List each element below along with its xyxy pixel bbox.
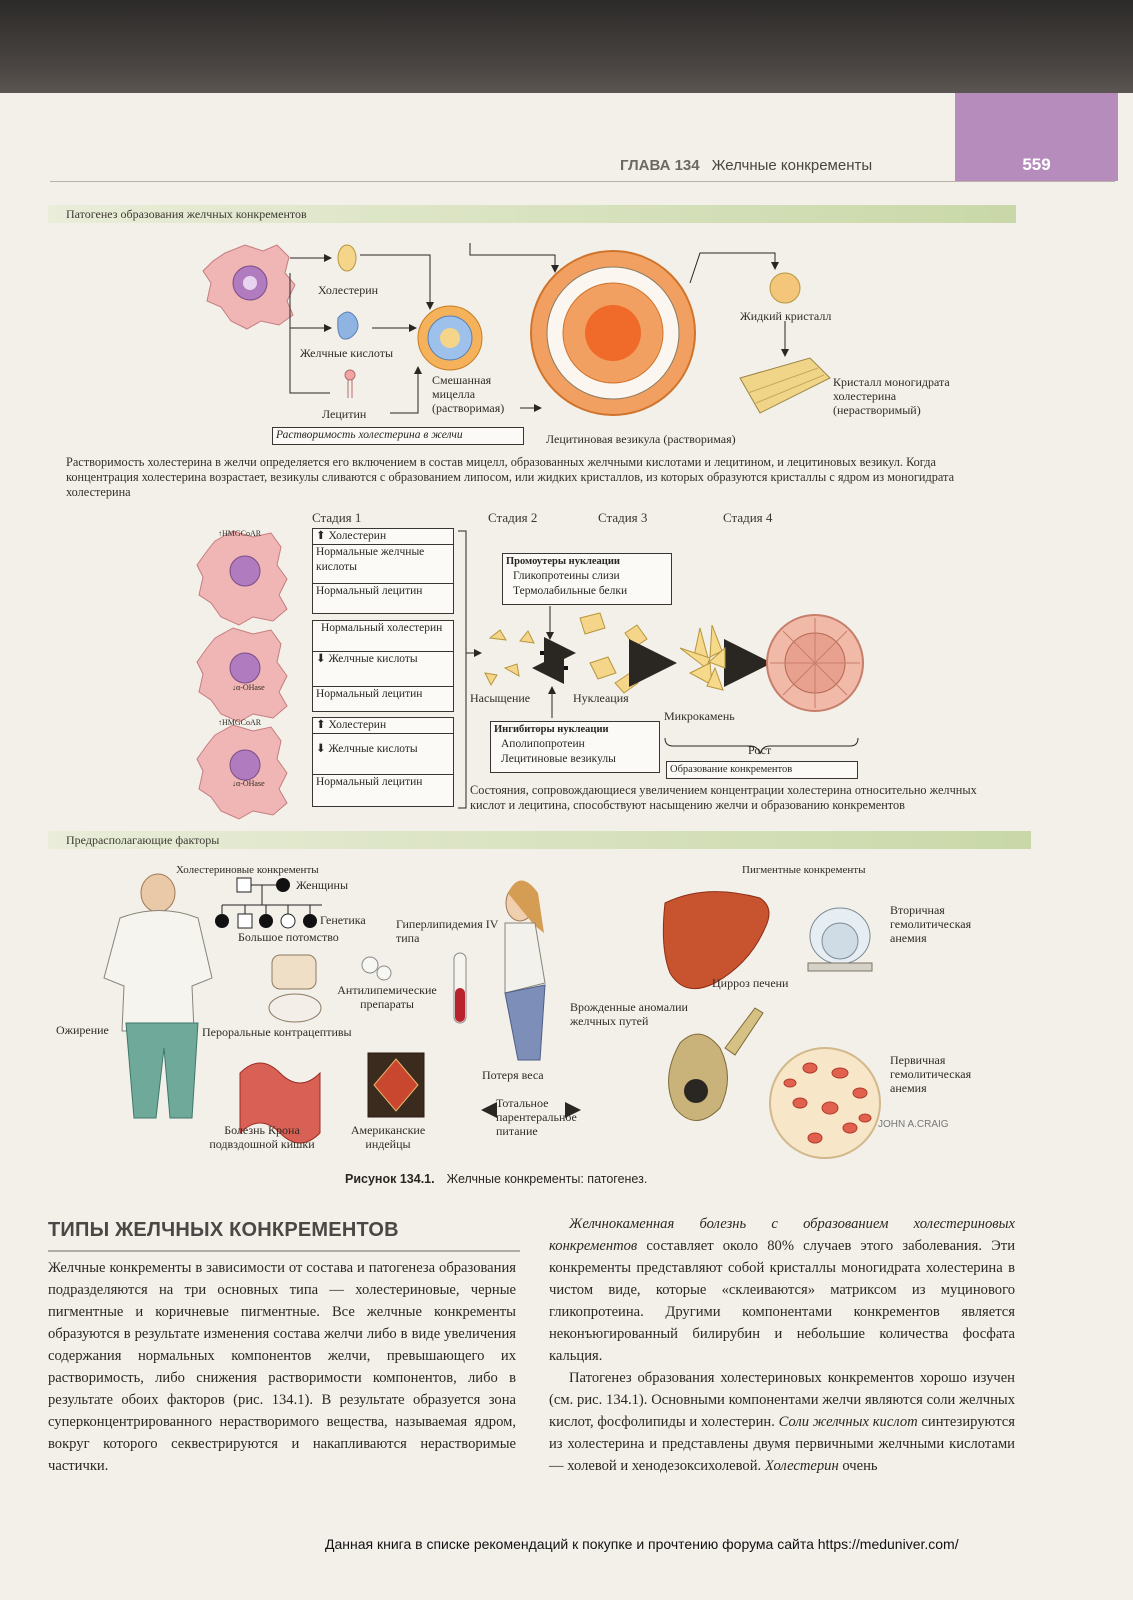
label-oral-contraceptives: Пероральные контрацептивы	[202, 1025, 352, 1039]
label-liquid-crystal: Жидкий кристалл	[740, 309, 832, 323]
row2-bile-acids: ⬇ Желчные кислоты	[313, 652, 453, 687]
label-growth: Рост	[748, 743, 772, 757]
solubility-description: Растворимость холестерина в желчи опреде…	[66, 455, 955, 499]
stage1-row2-box: Нормальный холестерин ⬇ Желчные кислоты …	[312, 620, 454, 712]
row2-lecithin: Нормальный лецитин	[316, 688, 423, 700]
book-page: 559 ГЛАВА 134 Желчные конкременты Патоген…	[0, 93, 1133, 1600]
conditions-description: Состояния, сопровождающиеся увеличением …	[470, 783, 977, 812]
inhibitor-1: Аполипопротеин	[501, 738, 585, 750]
inhibitor-2: Лецитиновые везикулы	[501, 753, 616, 765]
label-antilipemic: Антилипемические препараты	[337, 983, 437, 1011]
label-saturation: Насыщение	[470, 691, 531, 705]
label-bile-acids: Желчные кислоты	[300, 346, 394, 360]
stage-4-label: Стадия 4	[723, 510, 773, 525]
label-congenital: Врожденные аномалии желчных путей	[570, 1000, 688, 1028]
caption-number: Рисунок 134.1.	[345, 1172, 435, 1186]
stone-formation-box: Образование конкрементов	[666, 761, 858, 779]
top-shadow	[0, 0, 1133, 95]
row1-bile-acids: Нормальные желчные кислоты	[313, 545, 453, 584]
label-crohn: Болезнь Крона подвздошной кишки	[209, 1123, 315, 1151]
row1-lecithin: Нормальный лецитин	[316, 585, 423, 597]
illustrator-signature: JOHN A.CRAIG	[878, 1119, 949, 1130]
col2-text-1: составляет около 80% случаев этого забол…	[549, 1238, 1015, 1364]
chapter-title: Желчные конкременты	[711, 157, 873, 174]
promoter-1: Гликопротеины слизи	[513, 570, 620, 582]
col2-text-2c: очень	[838, 1458, 878, 1474]
footer-note: Данная книга в списке рекомендаций к пок…	[325, 1536, 959, 1552]
label-genetics: Генетика	[320, 913, 366, 927]
row2-cholesterol: Нормальный холестерин	[313, 621, 453, 652]
label-american-indians: Американские индейцы	[350, 1123, 426, 1151]
promoters-title: Промоутеры нуклеации	[506, 556, 620, 567]
label-lecithin-vesicle: Лецитиновая везикула (растворимая)	[546, 432, 736, 446]
chapter-number: ГЛАВА 134	[620, 157, 700, 174]
article-column-1: Желчные конкременты в зависимости от сос…	[48, 1260, 516, 1474]
chapter-tab: 559	[955, 93, 1118, 181]
stage1-row3-box: ⬆ Холестерин ⬇ Желчные кислоты Нормальны…	[312, 717, 454, 807]
col2-paragraph-1: Желчнокаменная болезнь с образованием хо…	[549, 1213, 1015, 1367]
label-lecithin: Лецитин	[322, 407, 367, 421]
stone-formation-label: Образование конкрементов	[670, 764, 793, 775]
row3-bile-acids: ⬇ Желчные кислоты	[313, 734, 453, 775]
stage-2-label: Стадия 2	[488, 510, 538, 525]
solubility-box: Растворимость холестерина в желчи	[272, 427, 524, 445]
enzyme-label-3: ↑HMGCoAR	[218, 718, 262, 727]
col2-emphasis-3: Холестерин	[764, 1458, 839, 1474]
stage-1-label: Стадия 1	[312, 510, 362, 525]
label-weight-loss: Потеря веса	[482, 1068, 544, 1082]
solubility-box-label: Растворимость холестерина в желчи	[276, 429, 463, 441]
section-band-factors: Предрасполагающие факторы	[48, 831, 1031, 849]
label-obesity: Ожирение	[56, 1023, 109, 1037]
stage-3-label: Стадия 3	[598, 510, 648, 525]
label-cirrhosis: Цирроз печени	[712, 976, 789, 990]
label-pigment-stones: Пигментные конкременты	[742, 864, 866, 876]
promoter-2: Термолабильные белки	[513, 585, 628, 597]
figure-illustrations	[48, 243, 881, 1252]
section-band-pathogenesis: Патогенез образования желчных конкремент…	[48, 205, 1016, 223]
header-rule	[50, 181, 1115, 182]
enzyme-label-4: ↓α-OHase	[232, 779, 265, 788]
col2-text-2a: Патогенез образования холестериновых кон…	[549, 1370, 1015, 1430]
col2-paragraph-2: Патогенез образования холестериновых кон…	[549, 1367, 1015, 1477]
page-number: 559	[1022, 155, 1051, 174]
promoters-box: Промоутеры нуклеации Гликопротеины слизи…	[502, 553, 672, 605]
col2-emphasis: Желчнокаменная болезнь с образованием хо…	[549, 1216, 1015, 1254]
label-cholesterol-stones: Холестериновые конкременты	[176, 864, 319, 876]
running-header: ГЛАВА 134 Желчные конкременты	[620, 157, 872, 174]
label-secondary-anemia: Вторичная гемолитическая анемия	[890, 903, 972, 945]
row3-cholesterol: ⬆ Холестерин	[313, 718, 453, 734]
inhibitors-title: Ингибиторы нуклеации	[494, 724, 609, 735]
article-column-2: Желчнокаменная болезнь с образованием хо…	[549, 1213, 1015, 1477]
enzyme-label-1: ↑HMGCoAR	[218, 529, 262, 538]
label-mixed-micelle: Смешанная мицелла (растворимая)	[432, 373, 505, 415]
caption-text: Желчные конкременты: патогенез.	[446, 1172, 648, 1186]
label-large-offspring: Большое потомство	[238, 930, 339, 944]
row3-lecithin: Нормальный лецитин	[316, 776, 423, 788]
enzyme-label-2: ↓α-OHase	[232, 683, 265, 692]
label-tpn: Тотальное парентеральное питание	[496, 1096, 577, 1138]
label-microstone: Микрокамень	[664, 709, 735, 723]
label-primary-anemia: Первичная гемолитическая анемия	[890, 1053, 972, 1095]
article-heading: ТИПЫ ЖЕЛЧНЫХ КОНКРЕМЕНТОВ	[48, 1219, 399, 1241]
label-hyperlipidemia: Гиперлипидемия IV типа	[396, 917, 499, 945]
stage1-row1-box: ⬆ Холестерин Нормальные желчные кислоты …	[312, 528, 454, 614]
section2-title: Предрасполагающие факторы	[66, 833, 220, 847]
label-monohydrate-crystal: Кристалл моногидрата холестерина (нераст…	[833, 375, 950, 417]
col2-text-2b: синтезируются из холестерина и представл…	[549, 1414, 1015, 1474]
inhibitors-box: Ингибиторы нуклеации Аполипопротеин Леци…	[490, 721, 660, 773]
label-women: Женщины	[296, 878, 349, 892]
figure-caption: Рисунок 134.1. Желчные конкременты: патог…	[345, 1172, 647, 1186]
section-title: Патогенез образования желчных конкремент…	[66, 207, 307, 221]
row1-cholesterol: ⬆ Холестерин	[313, 529, 453, 545]
label-cholesterol: Холестерин	[318, 283, 379, 297]
label-nucleation: Нуклеация	[573, 691, 629, 705]
col2-emphasis-2: Соли желчных кислот	[778, 1414, 918, 1430]
